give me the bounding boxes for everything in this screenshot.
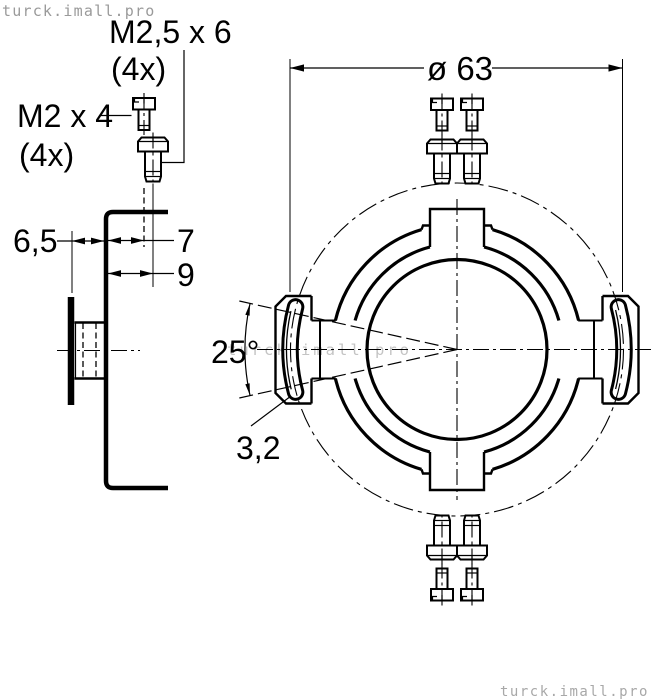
dim-6-5 [57,231,104,293]
front-screw-m2-bottom-left [430,562,454,607]
front-screw-m25-bottom-right [456,509,488,566]
side-screw-m25 [137,131,169,188]
watermark-bottom-right: turck.imall.pro [500,684,649,700]
ring-outer [333,228,581,471]
dim-25-label: 25° [211,334,259,370]
dim-9 [108,270,174,277]
dim-3-2-label: 3,2 [236,430,280,466]
label-screw-m25: M2,5 x 6 [109,14,232,50]
label-screw-m25-qty: (4x) [111,51,166,87]
label-screw-m2-qty: (4x) [19,137,74,173]
front-screw-m25-top-right [456,133,488,190]
leader-m25 [161,50,185,164]
dim-9-label: 9 [177,257,195,293]
side-screw-m2 [132,92,156,136]
front-view: ø 63 25° 3,2 [211,50,651,607]
dim-25deg [244,303,251,396]
label-screw-m2: M2 x 4 [17,98,113,134]
dim-63-label: ø 63 [427,50,493,87]
front-screw-m25-top-left [426,133,458,190]
front-screw-m2-bottom-right [460,562,484,607]
ring-inner [353,245,561,454]
front-screw-m25-bottom-left [426,509,458,566]
watermark-top-left: turck.imall.pro [2,2,155,20]
front-screw-m2-top-right [460,92,484,137]
front-screw-m2-top-left [430,92,454,137]
dim-7-label: 7 [177,223,195,259]
bushing [74,321,104,380]
side-view: M2,5 x 6 (4x) M2 x 4 (4x) 6,5 7 9 [13,14,232,491]
leader-3-2 [250,395,292,427]
dim-7 [108,237,174,244]
dim-6-5-label: 6,5 [13,223,57,259]
dim-diameter-63 [289,59,623,292]
